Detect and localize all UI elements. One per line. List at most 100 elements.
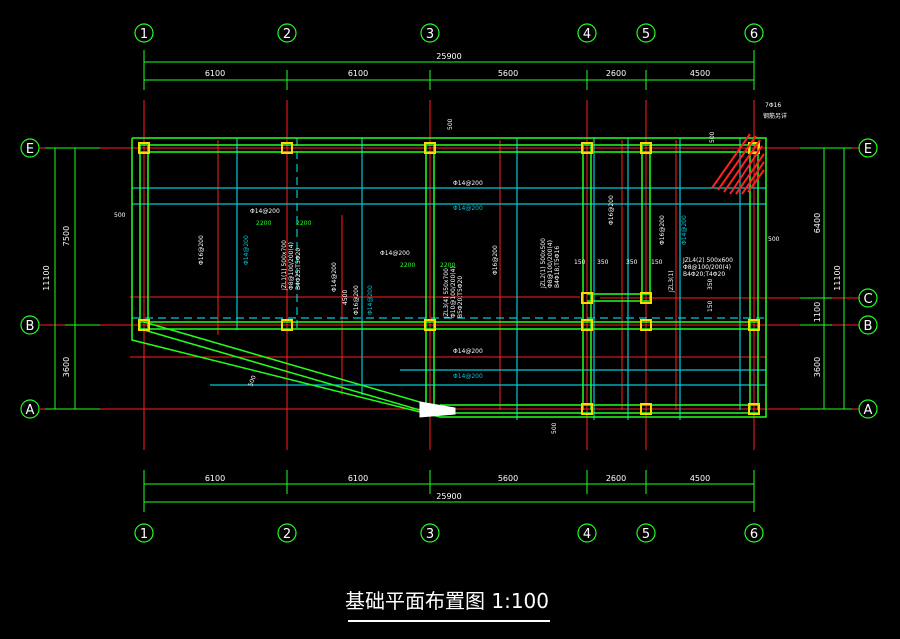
offset-label: 500: [447, 118, 454, 130]
plan-annotations: 7Φ16 钢筋另详 500 500 500 500 500 500 Φ14@20…: [114, 102, 787, 434]
bar-label: 2200: [296, 220, 311, 227]
columns: [138, 142, 760, 418]
axis-label-bottom-5: 5: [642, 527, 650, 542]
axis-label-top-4: 4: [583, 27, 591, 42]
column: [748, 142, 760, 154]
column: [581, 403, 593, 415]
column: [640, 142, 652, 154]
beam-label: JZL2(1) 500x500: [540, 238, 547, 289]
bar-label: Φ14@200: [453, 180, 483, 187]
drawing-title: 基础平面布置图 1:100: [345, 589, 549, 613]
dim-right-overall: 11100: [833, 265, 842, 290]
column: [640, 292, 652, 304]
bar-label-vert: Φ14@200: [681, 215, 688, 245]
bar-label-vert: Φ14@200: [367, 285, 374, 315]
bar-label: 2200: [256, 220, 271, 227]
offset-label: 350: [707, 278, 714, 290]
bar-label: Φ14@200: [453, 373, 483, 380]
column: [581, 142, 593, 154]
dim-top-span: 4500: [690, 69, 710, 78]
column: [640, 319, 652, 331]
beam-label: Φ10@100/200(4): [450, 266, 457, 318]
offset-label: 500: [114, 212, 126, 219]
dim-right-part: 3600: [813, 357, 822, 377]
beam-diag-a: [143, 321, 431, 406]
beam-label: JZL3(1): [668, 270, 675, 293]
beam-label: JZL1(1) 500x700: [281, 240, 288, 291]
bar-label: 2200: [440, 262, 455, 269]
beam-diag-b: [143, 329, 431, 414]
dim-right-part: 6400: [813, 213, 822, 233]
beam-label: JZL3(4) 550x700: [443, 268, 450, 319]
offset-label: 350: [597, 259, 609, 266]
bar-label-vert: Φ14@200: [243, 235, 250, 265]
offset-label: 150: [574, 259, 586, 266]
column: [640, 403, 652, 415]
offset-label: 500: [768, 236, 780, 243]
column: [424, 142, 436, 154]
dim-left-part: 7500: [62, 226, 71, 246]
dim-top-total: 25900: [436, 52, 461, 61]
bar-label-vert: Φ16@200: [198, 235, 205, 265]
offset-label: 500: [247, 374, 258, 387]
axis-label-left-E: E: [26, 142, 34, 157]
corner-rebar-hatch: [711, 133, 765, 195]
axis-label-right-B: B: [864, 319, 873, 334]
axis-label-top-6: 6: [750, 27, 758, 42]
rebar-note: 7Φ16: [765, 102, 781, 109]
dim-bottom-span: 6100: [205, 474, 225, 483]
axis-label-left-B: B: [26, 319, 35, 334]
column: [581, 319, 593, 331]
axis-label-right-A: A: [864, 403, 873, 418]
column: [748, 403, 760, 415]
axis-label-bottom-4: 4: [583, 527, 591, 542]
dim-bottom-span: 2600: [606, 474, 626, 483]
dim-top-span: 5600: [498, 69, 518, 78]
bar-label-vert: Φ16@200: [659, 215, 666, 245]
offset-label: 500: [709, 131, 716, 143]
axis-label-top-2: 2: [283, 27, 291, 42]
column: [748, 319, 760, 331]
left-dimensions: [45, 147, 100, 410]
beam-label: JZL4(2) 500x600: [682, 257, 733, 264]
beam-label: B4Φ20;T4Φ20: [683, 271, 725, 278]
dim-left-part: 3600: [62, 357, 71, 377]
bar-label-vert: Φ16@200: [492, 245, 499, 275]
column: [281, 142, 293, 154]
axis-bubbles: [20, 23, 878, 543]
axis-label-bottom-1: 1: [140, 527, 148, 542]
bar-label-vert: Φ14@200: [331, 262, 338, 292]
axis-label-top-5: 5: [642, 27, 650, 42]
right-dimensions: [800, 147, 852, 410]
bar-label: Φ14@200: [453, 348, 483, 355]
beam-label: B4Φ18;T5Φ16: [554, 246, 561, 288]
column: [281, 319, 293, 331]
axis-label-right-E: E: [864, 142, 872, 157]
dim-right-part: 1100: [813, 302, 822, 322]
dim-bottom-span: 5600: [498, 474, 518, 483]
beam-label: Φ8@100/200(4): [288, 242, 295, 290]
offset-label: 150: [651, 259, 663, 266]
bottom-dimensions: [143, 470, 755, 512]
offset-label: 350: [626, 259, 638, 266]
dim-label: 4500: [342, 290, 349, 305]
dim-bottom-span: 6100: [348, 474, 368, 483]
beam-label: B5Φ20;T5Φ20: [457, 276, 464, 318]
axis-label-bottom-3: 3: [426, 527, 434, 542]
dim-left-overall: 11100: [42, 265, 51, 290]
offset-label: 500: [551, 422, 558, 434]
beam-label: Φ8@100/200(4): [683, 264, 731, 271]
bar-label: Φ14@200: [453, 205, 483, 212]
top-dimensions: [143, 50, 755, 90]
axis-label-right-C: C: [863, 292, 872, 307]
bar-label-vert: Φ16@200: [353, 285, 360, 315]
bar-label: 2200: [400, 262, 415, 269]
dim-bottom-span: 4500: [690, 474, 710, 483]
beam-label: Φ8@100/200(4): [547, 240, 554, 288]
bar-label-vert: Φ16@200: [608, 195, 615, 225]
bar-label: Φ14@200: [250, 208, 280, 215]
dim-top-span: 6100: [348, 69, 368, 78]
axis-label-bottom-2: 2: [283, 527, 291, 542]
foundation-outline: [131, 137, 767, 418]
